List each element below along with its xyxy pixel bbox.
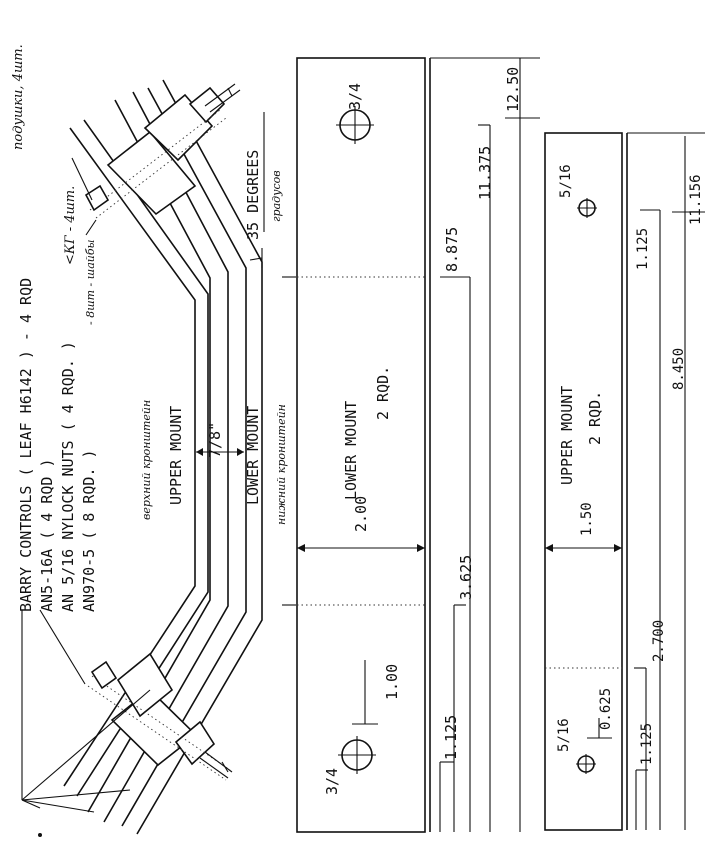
- upper-plate-qty: 2 RQD.: [586, 391, 604, 445]
- upper-dim-11156: 11.156: [688, 174, 704, 225]
- lower-dim-8875: 8.875: [443, 227, 461, 272]
- note-ru-washers: - 8шт - шайбы: [84, 239, 97, 325]
- bottom-isolator-stack: [87, 652, 233, 781]
- label-angle: 35 DEGREES: [244, 150, 262, 240]
- top-isolator-stack: [84, 83, 241, 219]
- note-ru-pads: подушки, 4шт.: [11, 44, 26, 150]
- note-ru-bolts: <КГ - 4шт.: [63, 186, 78, 265]
- lower-plate-dimensions: 1.125 3.625 8.875 11.375 12.50: [429, 57, 540, 832]
- upper-dim-1125-bottom: 1.125: [639, 723, 655, 765]
- lower-hole-size-top: 3/4: [346, 83, 364, 110]
- note-barry-controls: BARRY CONTROLS ( LEAF H6142 ) - 4 RQD: [17, 278, 35, 612]
- lower-dim-3625: 3.625: [457, 555, 475, 600]
- lower-plate-title: LOWER MOUNT: [342, 401, 360, 500]
- lower-plate-qty: 2 RQD.: [374, 366, 392, 420]
- lower-dim-hole-offset: 1.00: [383, 664, 401, 700]
- lower-hole-size-bottom: 3/4: [323, 768, 341, 795]
- note-leaders: [21, 157, 151, 837]
- upper-dim-hole-offset: 0.625: [598, 688, 614, 730]
- upper-hole-size-bottom: 5/16: [556, 718, 572, 752]
- lower-mount-plate: 3/4 3/4 LOWER MOUNT 2 RQD. 2.00 1.00: [282, 57, 426, 833]
- upper-plate-dimensions: 1.125 2.700 8.450 1.125 11.156: [626, 132, 705, 830]
- label-gap: 7/8": [206, 422, 224, 458]
- note-nylock-nuts: AN 5/16 NYLOCK NUTS ( 4 RQD. ): [59, 341, 77, 612]
- upper-hole-size-top: 5/16: [558, 164, 574, 198]
- label-ru-lower-bracket: нижний кронштейн: [275, 404, 288, 525]
- lower-dim-1250: 12.50: [504, 67, 522, 112]
- note-an970-washers: AN970-5 ( 8 RQD. ): [80, 449, 98, 612]
- lower-dim-1125: 1.125: [442, 715, 460, 760]
- bent-bracket-assembly: [63, 79, 263, 835]
- upper-dim-8450: 8.450: [671, 348, 687, 390]
- parts-notes: BARRY CONTROLS ( LEAF H6142 ) - 4 RQD AN…: [11, 44, 288, 612]
- upper-dim-width: 1.50: [579, 502, 595, 536]
- note-an5-bolts: AN5-16A ( 4 RQD ): [38, 458, 56, 612]
- label-lower-mount: LOWER MOUNT: [244, 406, 262, 505]
- lower-dim-11375: 11.375: [476, 146, 494, 200]
- upper-mount-plate: 5/16 5/16 UPPER MOUNT 2 RQD. 1.50 0.625: [544, 132, 623, 831]
- upper-plate-title: UPPER MOUNT: [558, 386, 576, 485]
- upper-dim-2700: 2.700: [651, 620, 667, 662]
- lower-dim-width: 2.00: [352, 496, 370, 532]
- label-ru-upper-bracket: верхний кронштейн: [140, 400, 153, 520]
- label-ru-angle: градусов: [270, 170, 283, 222]
- label-upper-mount: UPPER MOUNT: [167, 406, 185, 505]
- upper-dim-1125-top: 1.125: [635, 228, 651, 270]
